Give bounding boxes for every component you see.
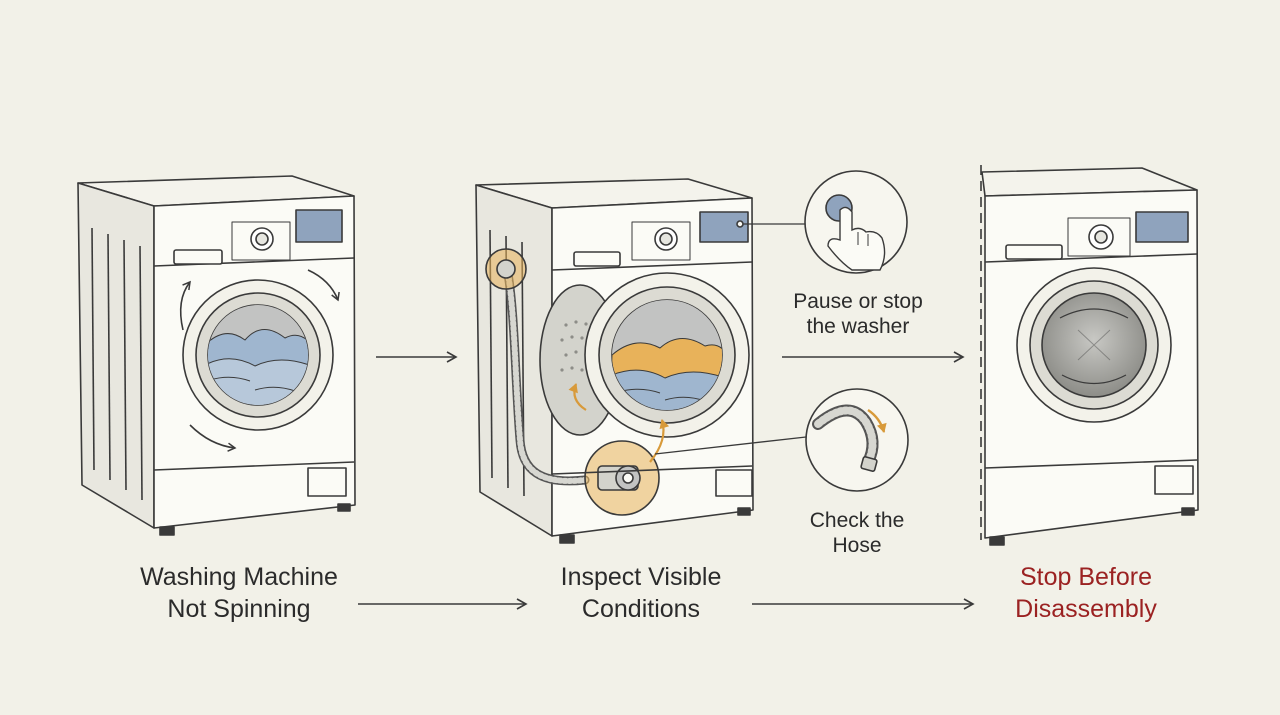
hose-callout-line1: Check the	[809, 509, 905, 532]
pause-button-callout	[804, 170, 908, 274]
hose-callout-line2: Hose	[832, 534, 882, 557]
step-3-label: Stop Before Disassembly	[976, 561, 1196, 625]
step-2-line1: Inspect Visible	[560, 563, 722, 591]
pause-callout-line1: Pause or stop	[793, 290, 923, 313]
stopped-washer-illustration	[980, 165, 1199, 546]
pause-callout-line2: the washer	[806, 315, 910, 338]
step-3-line1: Stop Before	[1019, 563, 1153, 591]
step-1-line1: Washing Machine	[140, 563, 338, 591]
hose-callout-label: Check the Hose	[782, 508, 932, 558]
step-2-label: Inspect Visible Conditions	[522, 561, 760, 625]
step-1-line2: Not Spinning	[167, 595, 311, 623]
hose-callout	[805, 388, 909, 492]
step-2-line2: Conditions	[581, 595, 701, 623]
pause-callout-label: Pause or stop the washer	[772, 289, 944, 339]
washer-not-spinning-illustration	[77, 175, 356, 536]
step-1-label: Washing Machine Not Spinning	[104, 561, 374, 625]
washer-inspection-illustration	[475, 178, 807, 544]
step-3-line2: Disassembly	[1015, 595, 1157, 623]
